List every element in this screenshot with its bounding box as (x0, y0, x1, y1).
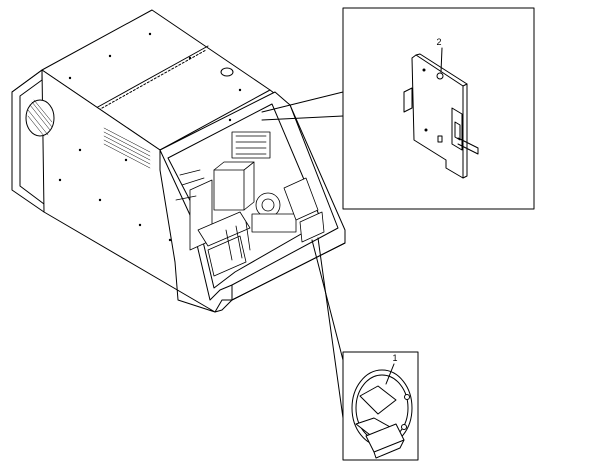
vent-grille-left (25, 99, 55, 137)
callout-2-leader (440, 47, 443, 73)
callout-2: 2 (436, 37, 441, 47)
machine-enclosure (11, 9, 346, 313)
mounting-bracket-part (403, 53, 479, 179)
internal-components (175, 131, 325, 277)
callout-1-leader (385, 363, 395, 385)
panel-fasteners (58, 32, 242, 242)
detail-box-1 (311, 237, 419, 461)
fan-housing-part (351, 369, 413, 459)
detail-box-2 (261, 7, 535, 210)
vent-grille-side (103, 127, 151, 169)
callout-1: 1 (392, 353, 397, 363)
top-cap (220, 67, 234, 77)
